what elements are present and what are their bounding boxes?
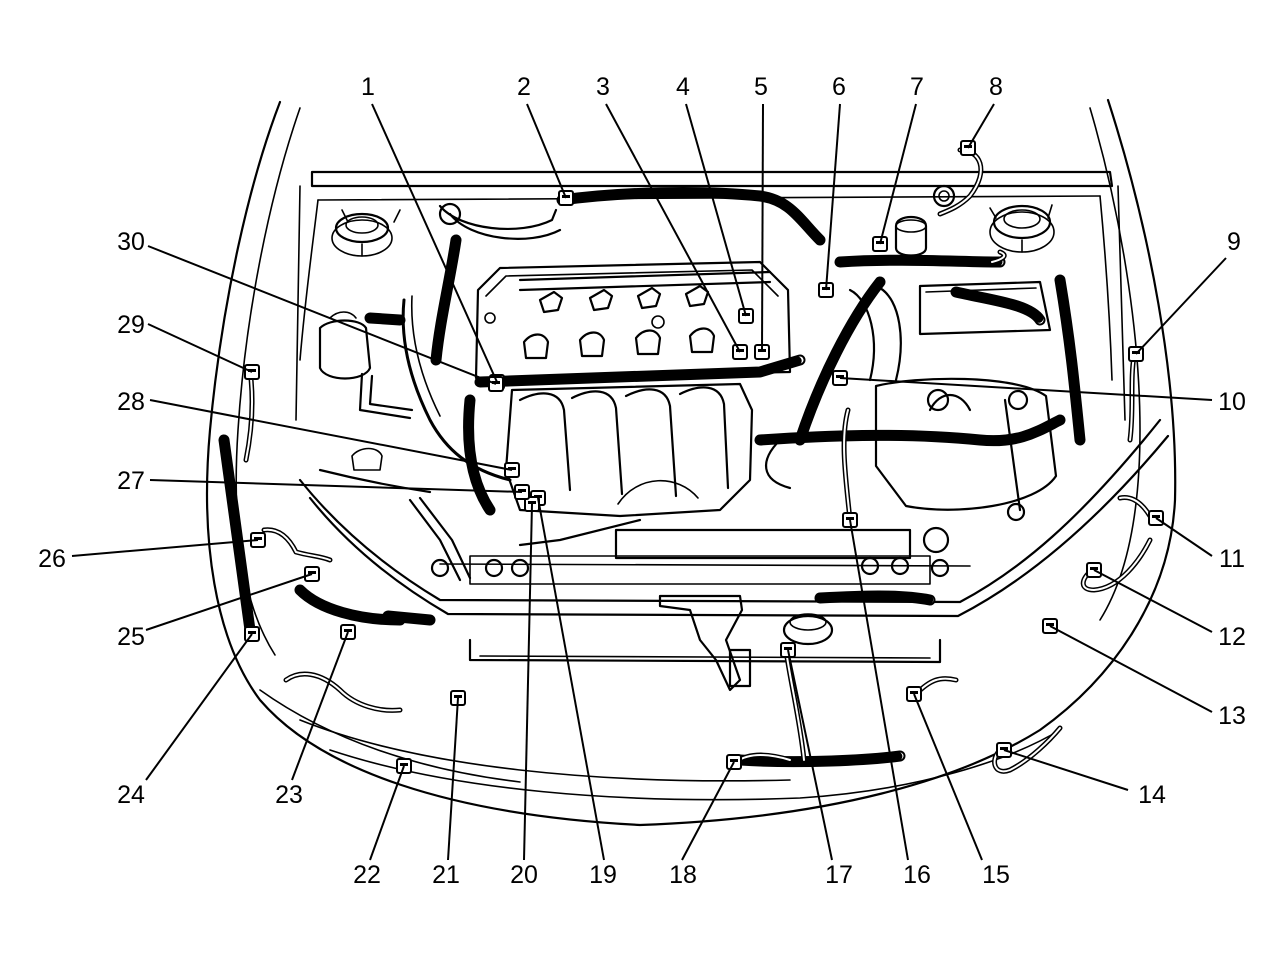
callout-13: 13 [1218,702,1246,730]
connector-latch-23 [344,629,352,632]
callout-7: 7 [910,73,924,101]
leader-3 [605,103,741,353]
leader-15 [913,693,983,861]
callout-11: 11 [1219,545,1245,573]
connector-latch-25 [308,571,316,574]
leader-26 [71,539,259,557]
callout-16: 16 [903,861,931,889]
leader-4 [685,103,747,317]
air-cleaner-assembly [874,280,1058,554]
callout-24: 24 [117,781,145,809]
wiring-harness [218,187,1086,768]
connector-latch-15 [910,691,918,694]
callout-19: 19 [589,861,617,889]
callout-12: 12 [1218,623,1246,651]
coolant-reservoir [318,311,372,380]
callout-17: 17 [825,861,853,889]
connector-latch-20 [528,501,536,504]
callout-leaders [71,103,1227,861]
callout-5: 5 [754,73,768,101]
connector-latch-16 [846,517,854,520]
leader-21 [447,697,459,861]
connector-latch-9 [1132,351,1140,354]
leader-13 [1049,625,1213,713]
leader-7 [879,103,917,245]
callout-10: 10 [1218,388,1246,416]
callout-labels: 1 2 3 4 5 6 7 8 9 10 11 12 13 14 15 16 1… [38,73,1246,889]
leader-18 [681,761,735,861]
left-strut-tower [331,209,401,257]
callout-9: 9 [1227,228,1241,256]
connector-latch-10 [836,375,844,378]
front-cross-member [298,418,1170,664]
callout-4: 4 [676,73,690,101]
vehicle-body-outline [205,98,1177,827]
callout-27: 27 [117,467,145,495]
leader-12 [1093,569,1213,633]
leader-1 [371,103,498,383]
leader-23 [291,631,349,781]
leader-28 [149,399,513,471]
connector-latch-18 [730,759,738,762]
leader-25 [145,573,313,631]
leader-2 [526,103,567,199]
leader-19 [537,497,605,861]
callout-29: 29 [117,311,145,339]
brake-reservoir [894,184,956,257]
leader-6 [825,103,841,291]
connector-latch-27 [518,489,526,492]
intake-manifold [504,382,912,560]
connector-latch-24 [248,631,256,634]
leader-22 [369,765,405,861]
connector-latch-26 [254,537,262,540]
callout-22: 22 [353,861,381,889]
callout-20: 20 [510,861,538,889]
leader-8 [967,103,995,149]
hood-latch-assembly [658,594,834,692]
leader-24 [145,633,253,781]
leader-5 [761,103,764,353]
connector-latch-13 [1046,623,1054,626]
connector-latch-22 [400,763,408,766]
callout-26: 26 [38,545,66,573]
callout-6: 6 [832,73,846,101]
connector-latch-11 [1152,515,1160,518]
callout-15: 15 [982,861,1010,889]
callout-2: 2 [517,73,531,101]
leader-9 [1135,257,1227,355]
connector-latch-14 [1000,747,1008,750]
callout-18: 18 [669,861,697,889]
connector-latch-12 [1090,567,1098,570]
connector-latch-29 [248,369,256,372]
leader-16 [849,519,909,861]
callout-14: 14 [1138,781,1166,809]
connector-latch-30 [492,381,500,384]
leader-17 [787,649,833,861]
callout-1: 1 [361,73,375,101]
callout-28: 28 [117,388,145,416]
right-strut-tower [989,204,1055,253]
callout-25: 25 [117,623,145,651]
callout-30: 30 [117,228,145,256]
callout-3: 3 [596,73,610,101]
leader-30 [147,245,497,385]
callout-21: 21 [432,861,460,889]
leader-20 [523,503,533,861]
leader-27 [149,479,523,493]
connector-latch-21 [454,695,462,698]
connector-latch-28 [508,467,516,470]
leader-11 [1155,517,1213,557]
leader-14 [1003,749,1129,791]
connector-latch-17 [784,647,792,650]
leader-10 [839,377,1213,401]
callout-23: 23 [275,781,303,809]
callout-8: 8 [989,73,1003,101]
leader-29 [147,323,253,373]
